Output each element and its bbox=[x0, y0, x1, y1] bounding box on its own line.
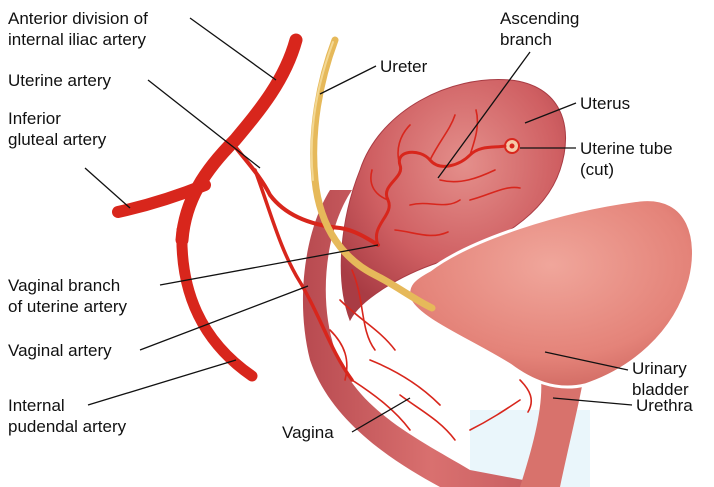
label-anterior-division: Anterior division of internal iliac arte… bbox=[8, 8, 148, 50]
label-ureter: Ureter bbox=[380, 56, 427, 77]
label-line: (cut) bbox=[580, 159, 673, 180]
label-vagina: Vagina bbox=[282, 422, 334, 443]
label-inferior-gluteal-artery: Inferior gluteal artery bbox=[8, 108, 106, 150]
label-vaginal-artery: Vaginal artery bbox=[8, 340, 112, 361]
label-line: Vaginal branch bbox=[8, 275, 127, 296]
leader-vaginal-artery bbox=[140, 286, 308, 350]
label-urethra: Urethra bbox=[636, 395, 693, 416]
label-urinary-bladder: Urinary bladder bbox=[632, 358, 689, 400]
label-line: Uterus bbox=[580, 93, 630, 114]
label-line: Vagina bbox=[282, 422, 334, 443]
label-line: Internal bbox=[8, 395, 126, 416]
vessel bbox=[340, 300, 395, 350]
label-line: of uterine artery bbox=[8, 296, 127, 317]
label-line: Vaginal artery bbox=[8, 340, 112, 361]
label-line: Ureter bbox=[380, 56, 427, 77]
label-vaginal-branch: Vaginal branch of uterine artery bbox=[8, 275, 127, 317]
label-line: gluteal artery bbox=[8, 129, 106, 150]
label-line: Uterine artery bbox=[8, 70, 111, 91]
label-line: Uterine tube bbox=[580, 138, 673, 159]
vessel bbox=[520, 380, 531, 412]
label-line: branch bbox=[500, 29, 579, 50]
internal-pudendal-artery bbox=[182, 230, 252, 376]
label-uterine-tube: Uterine tube (cut) bbox=[580, 138, 673, 180]
label-line: internal iliac artery bbox=[8, 29, 148, 50]
label-line: Urinary bbox=[632, 358, 689, 379]
label-line: Anterior division of bbox=[8, 8, 148, 29]
leader-inferior-gluteal bbox=[85, 168, 130, 208]
label-internal-pudendal-artery: Internal pudendal artery bbox=[8, 395, 126, 437]
label-line: Ascending bbox=[500, 8, 579, 29]
anterior-division-artery bbox=[182, 40, 296, 240]
leader-anterior-division bbox=[190, 18, 276, 80]
label-uterus: Uterus bbox=[580, 93, 630, 114]
label-line: Inferior bbox=[8, 108, 106, 129]
label-line: Urethra bbox=[636, 395, 693, 416]
label-uterine-artery: Uterine artery bbox=[8, 70, 111, 91]
label-line: pudendal artery bbox=[8, 416, 126, 437]
label-ascending-branch: Ascending branch bbox=[500, 8, 579, 50]
uterine-tube-lumen bbox=[510, 144, 515, 149]
